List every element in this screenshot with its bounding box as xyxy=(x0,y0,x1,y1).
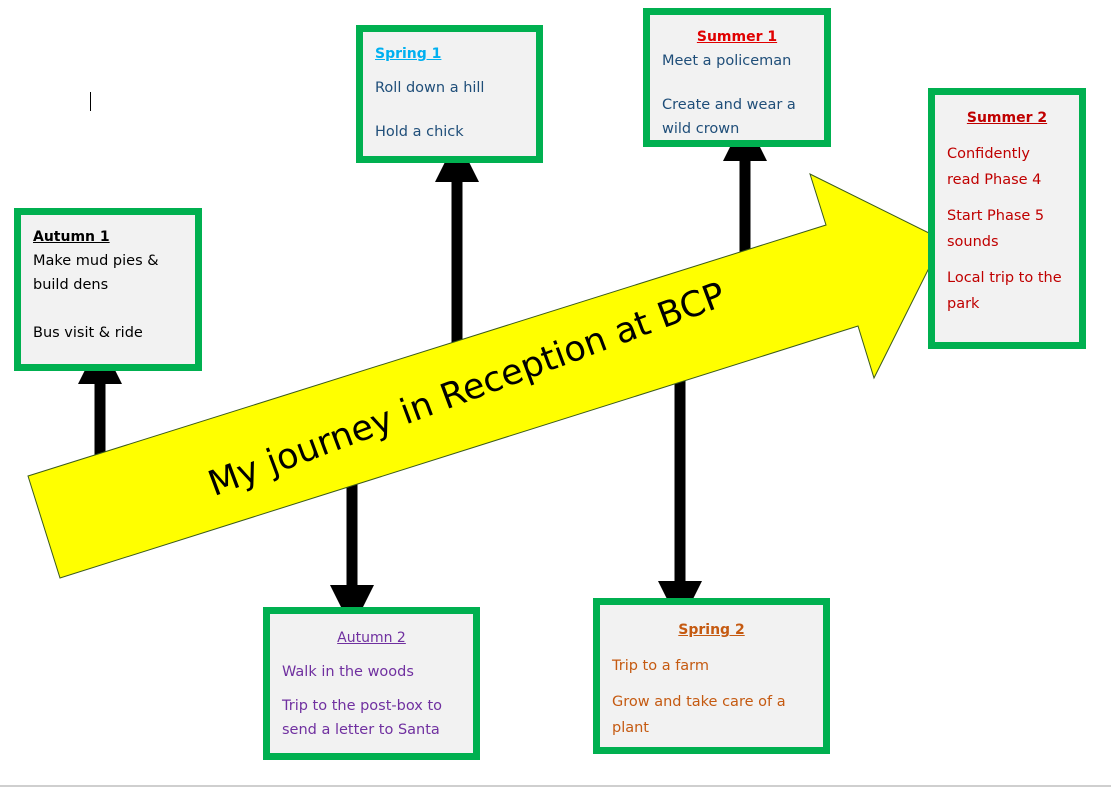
heading-spring2: Spring 2 xyxy=(678,622,745,638)
item: Bus visit & ride xyxy=(33,325,143,341)
item: Local trip to the park xyxy=(947,270,1062,312)
heading-autumn1: Autumn 1 xyxy=(33,229,110,245)
box-spring2: Spring 2 Trip to a farm Grow and take ca… xyxy=(593,598,830,754)
heading-summer2: Summer 2 xyxy=(966,110,1048,126)
text-cursor xyxy=(90,92,91,111)
journey-arrow xyxy=(27,173,944,579)
heading-autumn2: Autumn 2 xyxy=(337,630,406,646)
heading-spring1: Spring 1 xyxy=(375,46,442,62)
box-autumn2: Autumn 2 Walk in the woods Trip to the p… xyxy=(263,607,480,760)
heading-summer1: Summer 1 xyxy=(696,29,778,45)
item: Trip to a farm xyxy=(612,658,710,674)
item: Meet a policeman xyxy=(662,53,792,69)
item: Walk in the woods xyxy=(282,664,414,680)
page-bottom-divider xyxy=(0,785,1111,787)
item: Roll down a hill xyxy=(375,80,485,96)
item: Grow and take care of a plant xyxy=(612,694,786,736)
item: Make mud pies & build dens xyxy=(33,253,159,293)
item: Create and wear a wild crown xyxy=(662,97,796,137)
item: Hold a chick xyxy=(375,124,464,140)
item: Start Phase 5 sounds xyxy=(947,208,1045,250)
box-autumn1: Autumn 1 Make mud pies & build dens Bus … xyxy=(14,208,202,371)
item: Trip to the post-box to send a letter to… xyxy=(282,698,443,738)
item: Confidently read Phase 4 xyxy=(947,146,1042,188)
box-spring1: Spring 1 Roll down a hill Hold a chick xyxy=(356,25,543,163)
box-summer1: Summer 1 Meet a policeman Create and wea… xyxy=(643,8,831,147)
box-summer2: Summer 2 Confidently read Phase 4 Start … xyxy=(928,88,1086,349)
